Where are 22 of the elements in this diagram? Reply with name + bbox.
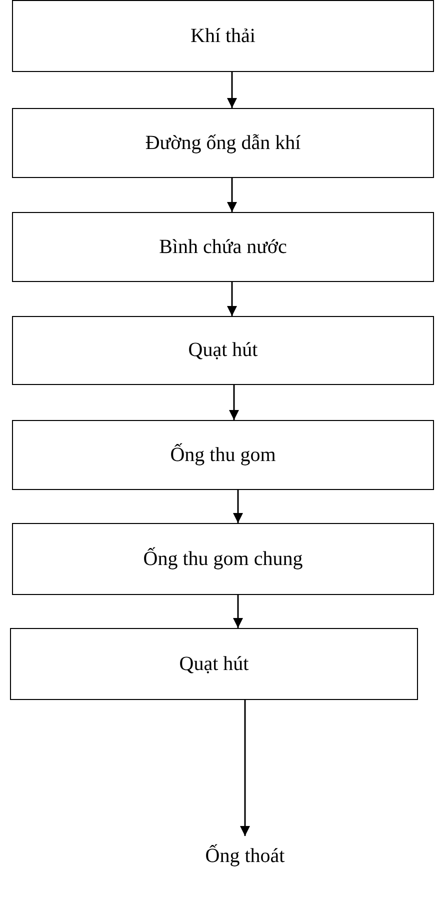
box-label: Bình chứa nước — [159, 236, 287, 258]
process-box — [12, 420, 434, 490]
arrow — [227, 178, 237, 212]
process-box — [12, 316, 434, 385]
arrow — [233, 490, 243, 523]
box-label: Đường ống dẫn khí — [145, 132, 301, 154]
process-box — [10, 628, 418, 700]
box-label: Ống thu gom — [170, 444, 276, 466]
arrow — [227, 72, 237, 108]
process-box — [12, 108, 434, 178]
arrow — [227, 282, 237, 316]
arrow — [229, 385, 239, 420]
process-box — [12, 0, 434, 72]
box-label: Quạt hút — [188, 339, 258, 362]
process-box — [12, 523, 434, 595]
arrow — [240, 700, 250, 836]
box-label: Khí thải — [190, 24, 256, 48]
box-label: Ống thu gom chung — [143, 548, 303, 570]
box-label: Quạt hút — [179, 652, 249, 676]
arrow — [233, 595, 243, 628]
output-label: Ống thoát — [205, 844, 285, 868]
process-box — [12, 212, 434, 282]
